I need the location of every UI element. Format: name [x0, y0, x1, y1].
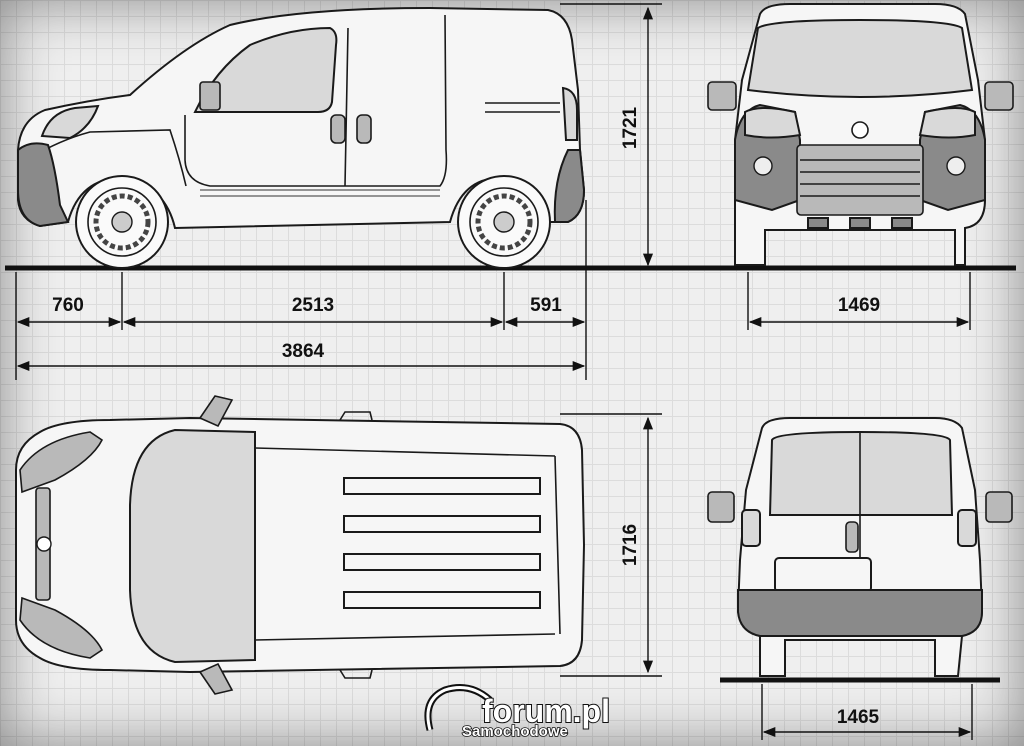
watermark-logo: forum.pl Samochodowe [424, 684, 611, 741]
rear-handle [845, 521, 859, 553]
rear-track-dimension: 1465 [761, 684, 973, 740]
front-track-dimension: 1469 [747, 272, 971, 330]
width-dimension: 1716 [560, 413, 662, 677]
overall-length-value: 3864 [282, 341, 325, 362]
headlight-left [744, 107, 802, 139]
windscreen-top [129, 428, 256, 664]
front-bumper-side [17, 142, 70, 228]
wheelbase-value: 2513 [292, 295, 334, 316]
rear-mirror-left [707, 491, 735, 523]
front-right-corner [19, 596, 104, 659]
height-dimension: 1721 [560, 3, 662, 267]
plate-recess [774, 557, 872, 593]
side-mirror [199, 81, 221, 111]
top-body [15, 416, 586, 674]
roof-rib-2 [343, 515, 541, 533]
tow-slot-3 [891, 217, 913, 229]
rear-bumper-side [553, 149, 586, 223]
mirror-top-left [198, 395, 234, 428]
tow-slot-1 [807, 217, 829, 229]
front-track-value: 1469 [838, 295, 880, 316]
rear-lamp-left [741, 509, 761, 547]
rear-window [768, 430, 954, 516]
rear-bumper [737, 589, 983, 637]
door-rail-top [339, 411, 373, 679]
side-strip [485, 102, 560, 113]
mirror-right [984, 81, 1014, 111]
front-badge-top [36, 536, 52, 552]
door-line [184, 14, 448, 187]
rear-mirror-right [985, 491, 1013, 523]
side-view [5, 6, 1016, 271]
rear-lamp-right [957, 509, 977, 547]
door-handle-front [330, 114, 346, 144]
width-value: 1716 [620, 524, 641, 566]
height-value: 1721 [620, 106, 641, 149]
foglight-right [946, 156, 966, 176]
roof-outline [254, 447, 561, 641]
windscreen [746, 18, 974, 98]
front-badge [851, 121, 869, 139]
watermark-brand: forum.pl [482, 693, 610, 729]
rear-lamp-side [561, 86, 578, 141]
front-wheel [75, 175, 169, 269]
grille-slats [800, 159, 920, 197]
door-handle-rear [356, 114, 372, 144]
roof-rib-3 [343, 553, 541, 571]
headlight-right [918, 107, 976, 139]
side-window-front [193, 26, 338, 113]
rear-view [707, 417, 1013, 683]
mirror-left [707, 81, 737, 111]
roof-rib-4 [343, 591, 541, 609]
watermark-sub: Samochodowe [462, 723, 568, 740]
side-headlight [40, 104, 100, 140]
front-left-corner [19, 431, 104, 494]
tow-slot-2 [849, 217, 871, 229]
roof-rib-1 [343, 477, 541, 495]
rear-overhang-value: 591 [530, 295, 562, 316]
grille [796, 144, 924, 216]
front-overhang-value: 760 [52, 295, 84, 316]
top-view [15, 395, 586, 695]
rear-track-value: 1465 [837, 707, 880, 728]
mirror-top-right [198, 662, 234, 695]
rear-wheel [457, 175, 551, 269]
foglight-left [753, 156, 773, 176]
length-dimensions: 760 2513 591 3864 [15, 200, 587, 380]
front-view [707, 3, 1014, 266]
side-sill [200, 189, 440, 197]
